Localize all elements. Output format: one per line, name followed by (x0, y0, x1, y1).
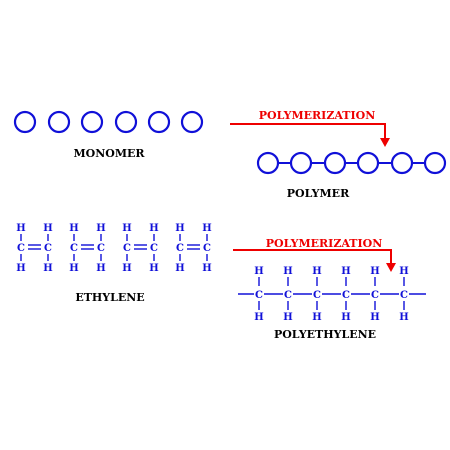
polymer-circle (289, 151, 313, 175)
hydrogen-atom: H (122, 223, 131, 234)
carbon-atom: C (255, 290, 263, 301)
hydrogen-atom: H (43, 263, 52, 274)
hydrogen-atom: H (149, 223, 158, 234)
ch2-unit: HCH (312, 266, 322, 323)
ch2-unit: HCH (254, 266, 264, 323)
polymer-label: POLYMER (287, 187, 350, 200)
hydrogen-atom: H (96, 263, 105, 274)
hydrogen-atom: H (202, 223, 211, 234)
monomer-circle (180, 110, 204, 134)
hydrogen-atom: H (399, 312, 408, 323)
monomer-circle (114, 110, 138, 134)
hydrogen-atom: H (312, 266, 321, 277)
polymerization-label-bottom: POLYMERIZATION (266, 237, 383, 250)
hydrogen-atom: H (370, 266, 379, 277)
hydrogen-atom: H (175, 263, 184, 274)
monomer-circles (13, 110, 204, 134)
hydrogen-atom: H (43, 223, 52, 234)
polymer-circle (356, 151, 380, 175)
carbon-backing (399, 288, 409, 299)
carbon-backing (312, 288, 322, 299)
hydrogen-atom: H (69, 263, 78, 274)
hydrogen-atom: H (16, 223, 25, 234)
ethylene-label: ETHYLENE (75, 291, 144, 304)
carbon-atom: C (150, 243, 158, 254)
monomer-circle (47, 110, 71, 134)
hydrogen-atom: H (69, 223, 78, 234)
carbon-atom: C (313, 290, 321, 301)
polymer-circle (323, 151, 347, 175)
carbon-backing (254, 288, 264, 299)
polymer-circle (423, 151, 447, 175)
hydrogen-atom: H (399, 266, 408, 277)
monomer-label: MONOMER (73, 147, 145, 160)
hydrogen-atom: H (16, 263, 25, 274)
carbon-atom: C (203, 243, 211, 254)
ch2-unit: HCH (399, 266, 409, 323)
carbon-atom: C (123, 243, 131, 254)
hydrogen-atom: H (341, 312, 350, 323)
monomer-circle (147, 110, 171, 134)
carbon-atom: C (70, 243, 78, 254)
hydrogen-atom: H (254, 312, 263, 323)
carbon-atom: C (342, 290, 350, 301)
hydrogen-atom: H (341, 266, 350, 277)
carbon-backing (370, 288, 380, 299)
carbon-atom: C (371, 290, 379, 301)
polymerization-label-top: POLYMERIZATION (259, 109, 376, 122)
carbon-atom: C (97, 243, 105, 254)
carbon-atom: C (44, 243, 52, 254)
carbon-atom: C (284, 290, 292, 301)
polymerization-arrow-top: POLYMERIZATION (230, 109, 390, 147)
hydrogen-atom: H (283, 266, 292, 277)
hydrogen-atom: H (175, 223, 184, 234)
carbon-atom: C (400, 290, 408, 301)
monomer-circle (13, 110, 37, 134)
hydrogen-atom: H (254, 266, 263, 277)
hydrogen-atom: H (122, 263, 131, 274)
polyethylene-label: POLYETHYLENE (274, 328, 376, 341)
ch2-unit: HCH (370, 266, 380, 323)
ch2-unit: HCH (341, 266, 351, 323)
hydrogen-atom: H (96, 223, 105, 234)
polymer-chain (256, 151, 447, 175)
ch2-unit: HCH (283, 266, 293, 323)
carbon-backing (341, 288, 351, 299)
hydrogen-atom: H (149, 263, 158, 274)
hydrogen-atom: H (312, 312, 321, 323)
hydrogen-atom: H (283, 312, 292, 323)
carbon-atom: C (176, 243, 184, 254)
polymer-circle (390, 151, 414, 175)
carbon-backing (283, 288, 293, 299)
hydrogen-atom: H (202, 263, 211, 274)
monomer-circle (80, 110, 104, 134)
carbon-atom: C (17, 243, 25, 254)
polymer-circle (256, 151, 280, 175)
polymerization-arrow-bottom: POLYMERIZATION (233, 237, 396, 272)
hydrogen-atom: H (370, 312, 379, 323)
